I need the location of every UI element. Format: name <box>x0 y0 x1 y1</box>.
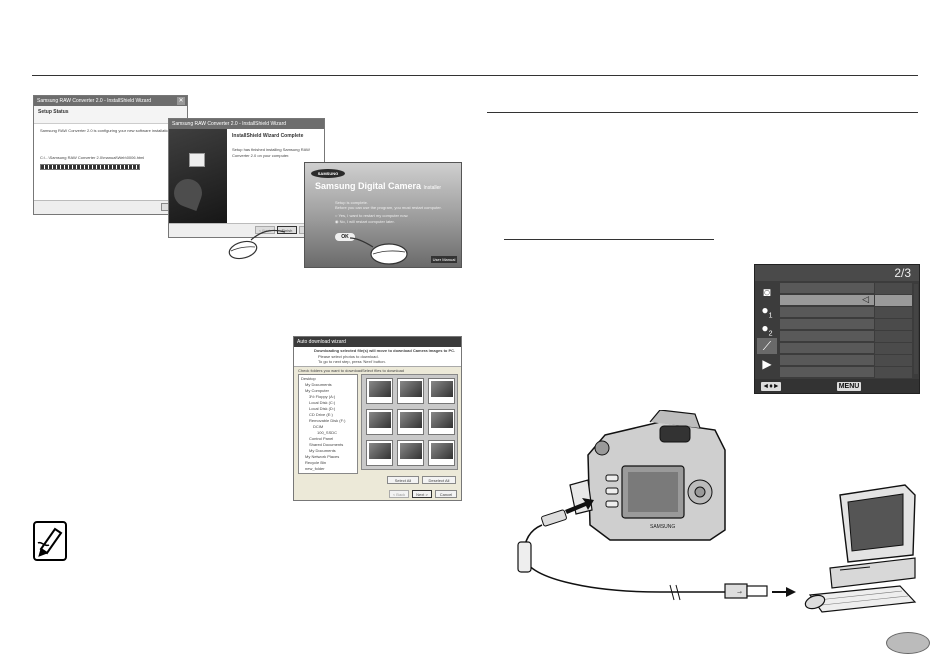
download-instruction-3: To go to next step, press 'Next' button. <box>318 359 386 364</box>
setup-status-window: Samsung RAW Converter 2.0 - InstallShiel… <box>33 95 188 215</box>
installer-option-restart-now[interactable]: ○ Yes, I want to restart my computer now… <box>335 213 409 218</box>
setup-status-titlebar: Samsung RAW Converter 2.0 - InstallShiel… <box>34 96 187 106</box>
download-cancel-button[interactable]: Cancel <box>435 490 457 498</box>
photo-image <box>400 381 422 397</box>
folder-tree-item[interactable]: DCIM <box>313 424 324 429</box>
photo-thumbnail[interactable] <box>366 378 393 404</box>
folder-tree-item[interactable]: 100_SSDC <box>317 430 338 435</box>
photo-image <box>431 412 453 428</box>
photo-thumbnail[interactable] <box>428 378 455 404</box>
auto-download-wizard-window: Auto download wizard Downloading selecte… <box>293 336 462 501</box>
setup-status-heading: Setup Status <box>38 109 69 115</box>
folder-tree-item[interactable]: Control Panel <box>309 436 334 441</box>
folder-tree-item[interactable]: Desktop <box>301 376 316 381</box>
folder-tree-item[interactable]: My Network Places <box>305 454 340 459</box>
note-pencil-icon <box>33 521 67 561</box>
photo-image <box>431 443 453 459</box>
mouse-pointer-illustration-2 <box>349 237 408 265</box>
photo-image <box>431 381 453 397</box>
setup-progress-bar <box>40 164 140 170</box>
camera-brand-text: SAMSUNG <box>650 524 675 530</box>
setup-status-path: C:\...\Samsung RAW Converter 2.0\manual\… <box>40 155 145 160</box>
installer-line2: Before you can use the program, you must… <box>335 205 442 210</box>
folder-tree-item[interactable]: Removable Disk (F:) <box>309 418 346 423</box>
wizard-finish-button[interactable]: Finish <box>277 226 297 234</box>
folder-tree-item[interactable]: new_folder <box>305 466 325 471</box>
menu-page-indicator: 2/3 <box>894 266 911 280</box>
photo-thumbnail[interactable] <box>397 440 424 466</box>
installer-title: Samsung Digital Camera <box>315 181 422 191</box>
page-number-badge <box>886 632 930 654</box>
installer-option-restart-later[interactable]: ◉ No, I will restart computer later. <box>335 219 395 224</box>
pc-case <box>829 557 916 589</box>
usb-icon: ⇾ <box>737 589 742 596</box>
photo-thumbnail[interactable] <box>428 409 455 435</box>
folder-tree-item[interactable]: My Computer <box>305 388 330 393</box>
download-back-button[interactable]: < Back <box>389 490 409 498</box>
folder-tree-item[interactable]: Local Disk (D:) <box>309 406 336 411</box>
photo-image <box>400 443 422 459</box>
folder-tree-caption: Check folders you want to download <box>298 368 363 373</box>
usb-plug <box>724 583 748 599</box>
folder-tree-item[interactable]: 3½ Floppy (A:) <box>309 394 336 399</box>
photo-thumbnail[interactable] <box>366 409 393 435</box>
installer-ok-button[interactable]: OK <box>335 233 355 241</box>
folder-tree-item[interactable]: Local Disk (C:) <box>309 400 336 405</box>
custom1-icon[interactable]: ●1 <box>761 303 773 320</box>
setup-status-body: Samsung RAW Converter 2.0 is configuring… <box>40 128 172 133</box>
download-wizard-titlebar: Auto download wizard <box>294 337 461 347</box>
mouse-pointer-illustration <box>228 229 286 260</box>
folder-tree-item[interactable]: Recycle Bin <box>305 460 327 465</box>
photo-thumbnail[interactable] <box>428 440 455 466</box>
menu-row-selected[interactable]: ◁ <box>780 294 874 306</box>
installer-user-manual-button[interactable]: User Manual <box>431 256 457 263</box>
wizard-side-banner <box>169 129 227 224</box>
section-rule <box>487 112 918 113</box>
folder-tree-item[interactable]: My Documents <box>305 382 332 387</box>
wizard-complete-body: Setup has finished installing Samsung RA… <box>232 147 310 158</box>
close-icon[interactable]: ✕ <box>177 97 185 105</box>
camera-icon[interactable]: ◙ <box>763 285 771 299</box>
deselect-all-button[interactable]: Deselect All <box>422 476 456 484</box>
samsung-logo: SAMSUNG <box>311 169 345 178</box>
installer-suffix: Installer <box>423 185 442 191</box>
download-instruction-2: Please select photos to download. <box>318 354 379 359</box>
header-rule <box>32 75 918 76</box>
photo-image <box>400 412 422 428</box>
custom2-icon[interactable]: ●2 <box>761 321 773 338</box>
photo-thumbnail[interactable] <box>397 378 424 404</box>
file-grid-caption: Select files to download <box>362 368 405 373</box>
photo-thumbnail[interactable] <box>397 409 424 435</box>
thumbnail-grid[interactable] <box>361 374 458 470</box>
lcd-scrollbar <box>914 284 918 374</box>
installer-line1: Setup is complete. <box>335 200 368 205</box>
wrench-icon[interactable]: ⟋ <box>757 338 777 354</box>
pc-mouse <box>804 594 826 610</box>
nav-button[interactable]: ◄♦► <box>761 382 781 391</box>
select-all-button[interactable]: Select All <box>387 476 419 484</box>
download-instruction-1: Downloading selected file(s) will move t… <box>314 348 456 353</box>
menu-button[interactable]: MENU <box>837 382 861 391</box>
photo-image <box>369 381 391 397</box>
camera-usb-connection-illustration: SAMSUNG ⇾ <box>517 410 917 613</box>
folder-tree-item[interactable]: Shared Documents <box>309 442 344 447</box>
wizard-complete-heading: InstallShield Wizard Complete <box>232 133 304 139</box>
ferrite-core <box>517 541 532 573</box>
subsection-rule <box>504 239 714 240</box>
photo-image <box>369 412 391 428</box>
wizard-complete-titlebar: Samsung RAW Converter 2.0 - InstallShiel… <box>169 119 324 129</box>
folder-tree-item[interactable]: CD Drive (E:) <box>309 412 333 417</box>
photo-image <box>369 443 391 459</box>
photo-thumbnail[interactable] <box>366 440 393 466</box>
download-next-button[interactable]: Next > <box>412 490 432 498</box>
camera-lcd-menu: 2/3 ◙ ●1 ●2 ⟋ ▶ ◁ ◄♦► MENU <box>754 264 920 394</box>
play-icon[interactable]: ▶ <box>762 357 772 371</box>
folder-tree-item[interactable]: My Documents <box>309 448 336 453</box>
